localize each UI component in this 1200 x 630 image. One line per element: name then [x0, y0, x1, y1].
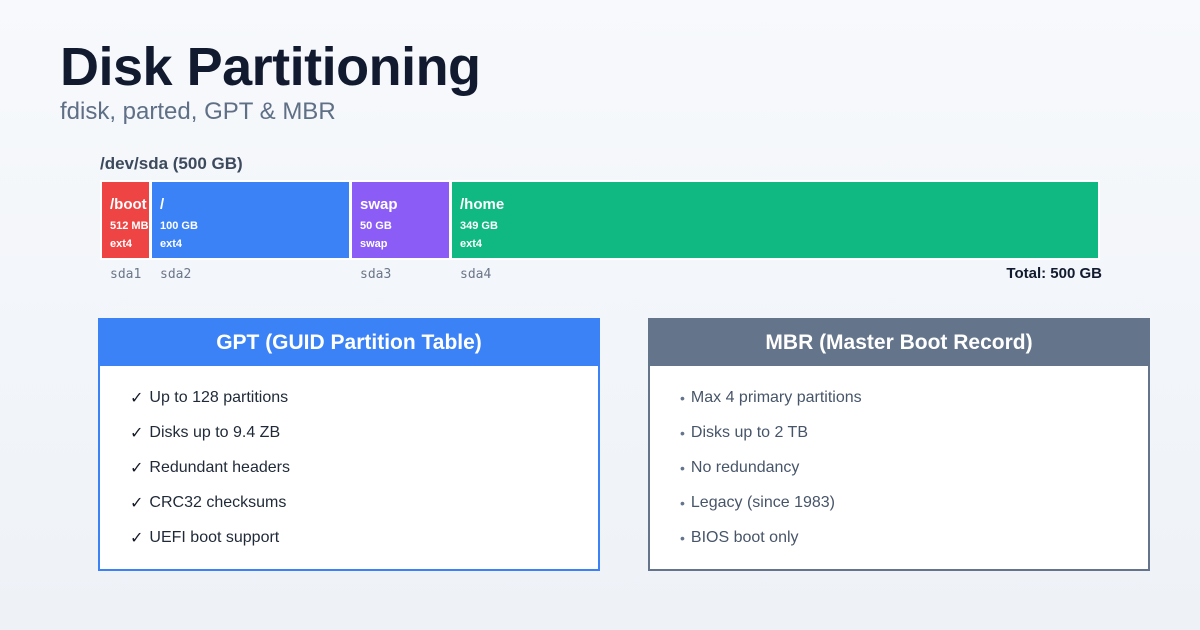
gpt-feature-list: ✓ Up to 128 partitions ✓ Disks up to 9.4 Z…	[100, 366, 598, 555]
gpt-feature-text: Up to 128 partitions	[149, 388, 289, 406]
partition-size: 50 GB	[360, 220, 392, 232]
total-label: Total: 500 GB	[1006, 265, 1102, 282]
device-label-sda1: sda1	[110, 267, 142, 282]
page-title: Disk Partitioning	[60, 37, 481, 97]
mbr-feature-text: Max 4 primary partitions	[690, 388, 862, 406]
mbr-feature-text: Disks up to 2 TB	[690, 423, 808, 441]
partition-home: /home 349 GB ext4	[452, 182, 1098, 258]
bullet-icon: •	[680, 494, 685, 511]
partition-boot: /boot 512 MB ext4	[102, 182, 152, 258]
partition-name: /home	[460, 196, 505, 213]
mbr-feature-item: • BIOS boot only	[650, 520, 1148, 555]
mbr-card: MBR (Master Boot Record) • Max 4 primary …	[648, 318, 1150, 571]
partition-size: 349 GB	[460, 220, 498, 232]
check-icon: ✓	[130, 494, 144, 512]
gpt-feature-text: UEFI boot support	[149, 528, 280, 546]
check-icon: ✓	[130, 424, 144, 442]
device-label-sda3: sda3	[360, 267, 392, 282]
partition-name: /boot	[110, 196, 147, 213]
mbr-feature-list: • Max 4 primary partitions • Disks up to 2…	[650, 366, 1148, 555]
gpt-feature-item: ✓ Disks up to 9.4 ZB	[100, 415, 598, 450]
gpt-card-title: GPT (GUID Partition Table)	[100, 320, 598, 366]
check-icon: ✓	[130, 389, 144, 407]
gpt-feature-text: Redundant headers	[149, 458, 290, 476]
gpt-feature-text: Disks up to 9.4 ZB	[149, 423, 281, 441]
gpt-feature-item: ✓ CRC32 checksums	[100, 485, 598, 520]
partition-filesystem: ext4	[160, 238, 183, 250]
check-icon: ✓	[130, 459, 144, 477]
partition-filesystem: ext4	[460, 238, 483, 250]
disk-bar: /boot 512 MB ext4 / 100 GB ext4 swap 50 …	[100, 180, 1100, 260]
gpt-feature-item: ✓ Up to 128 partitions	[100, 380, 598, 415]
mbr-feature-item: • Legacy (since 1983)	[650, 485, 1148, 520]
device-label-sda4: sda4	[460, 267, 492, 282]
partition-filesystem: swap	[360, 238, 388, 250]
partition-size: 100 GB	[160, 220, 198, 232]
gpt-feature-text: CRC32 checksums	[149, 493, 287, 511]
bullet-icon: •	[680, 424, 685, 441]
gpt-feature-item: ✓ Redundant headers	[100, 450, 598, 485]
partition-root: / 100 GB ext4	[152, 182, 352, 258]
mbr-feature-text: Legacy (since 1983)	[690, 493, 835, 511]
mbr-feature-text: No redundancy	[690, 458, 800, 476]
gpt-card: GPT (GUID Partition Table) ✓ Up to 128 pa…	[98, 318, 600, 571]
partition-filesystem: ext4	[110, 238, 133, 250]
mbr-feature-text: BIOS boot only	[690, 528, 799, 546]
partition-name: swap	[360, 196, 398, 213]
partition-size: 512 MB	[110, 220, 149, 232]
mbr-card-title: MBR (Master Boot Record)	[650, 320, 1148, 366]
page-subtitle: fdisk, parted, GPT & MBR	[60, 98, 336, 125]
disk-label: /dev/sda (500 GB)	[100, 154, 243, 173]
partition-name: /	[160, 196, 165, 213]
partition-swap: swap 50 GB swap	[352, 182, 452, 258]
gpt-feature-item: ✓ UEFI boot support	[100, 520, 598, 555]
bullet-icon: •	[680, 389, 685, 406]
device-label-sda2: sda2	[160, 267, 192, 282]
check-icon: ✓	[130, 529, 144, 547]
mbr-feature-item: • No redundancy	[650, 450, 1148, 485]
bullet-icon: •	[680, 529, 685, 546]
bullet-icon: •	[680, 459, 685, 476]
mbr-feature-item: • Max 4 primary partitions	[650, 380, 1148, 415]
mbr-feature-item: • Disks up to 2 TB	[650, 415, 1148, 450]
